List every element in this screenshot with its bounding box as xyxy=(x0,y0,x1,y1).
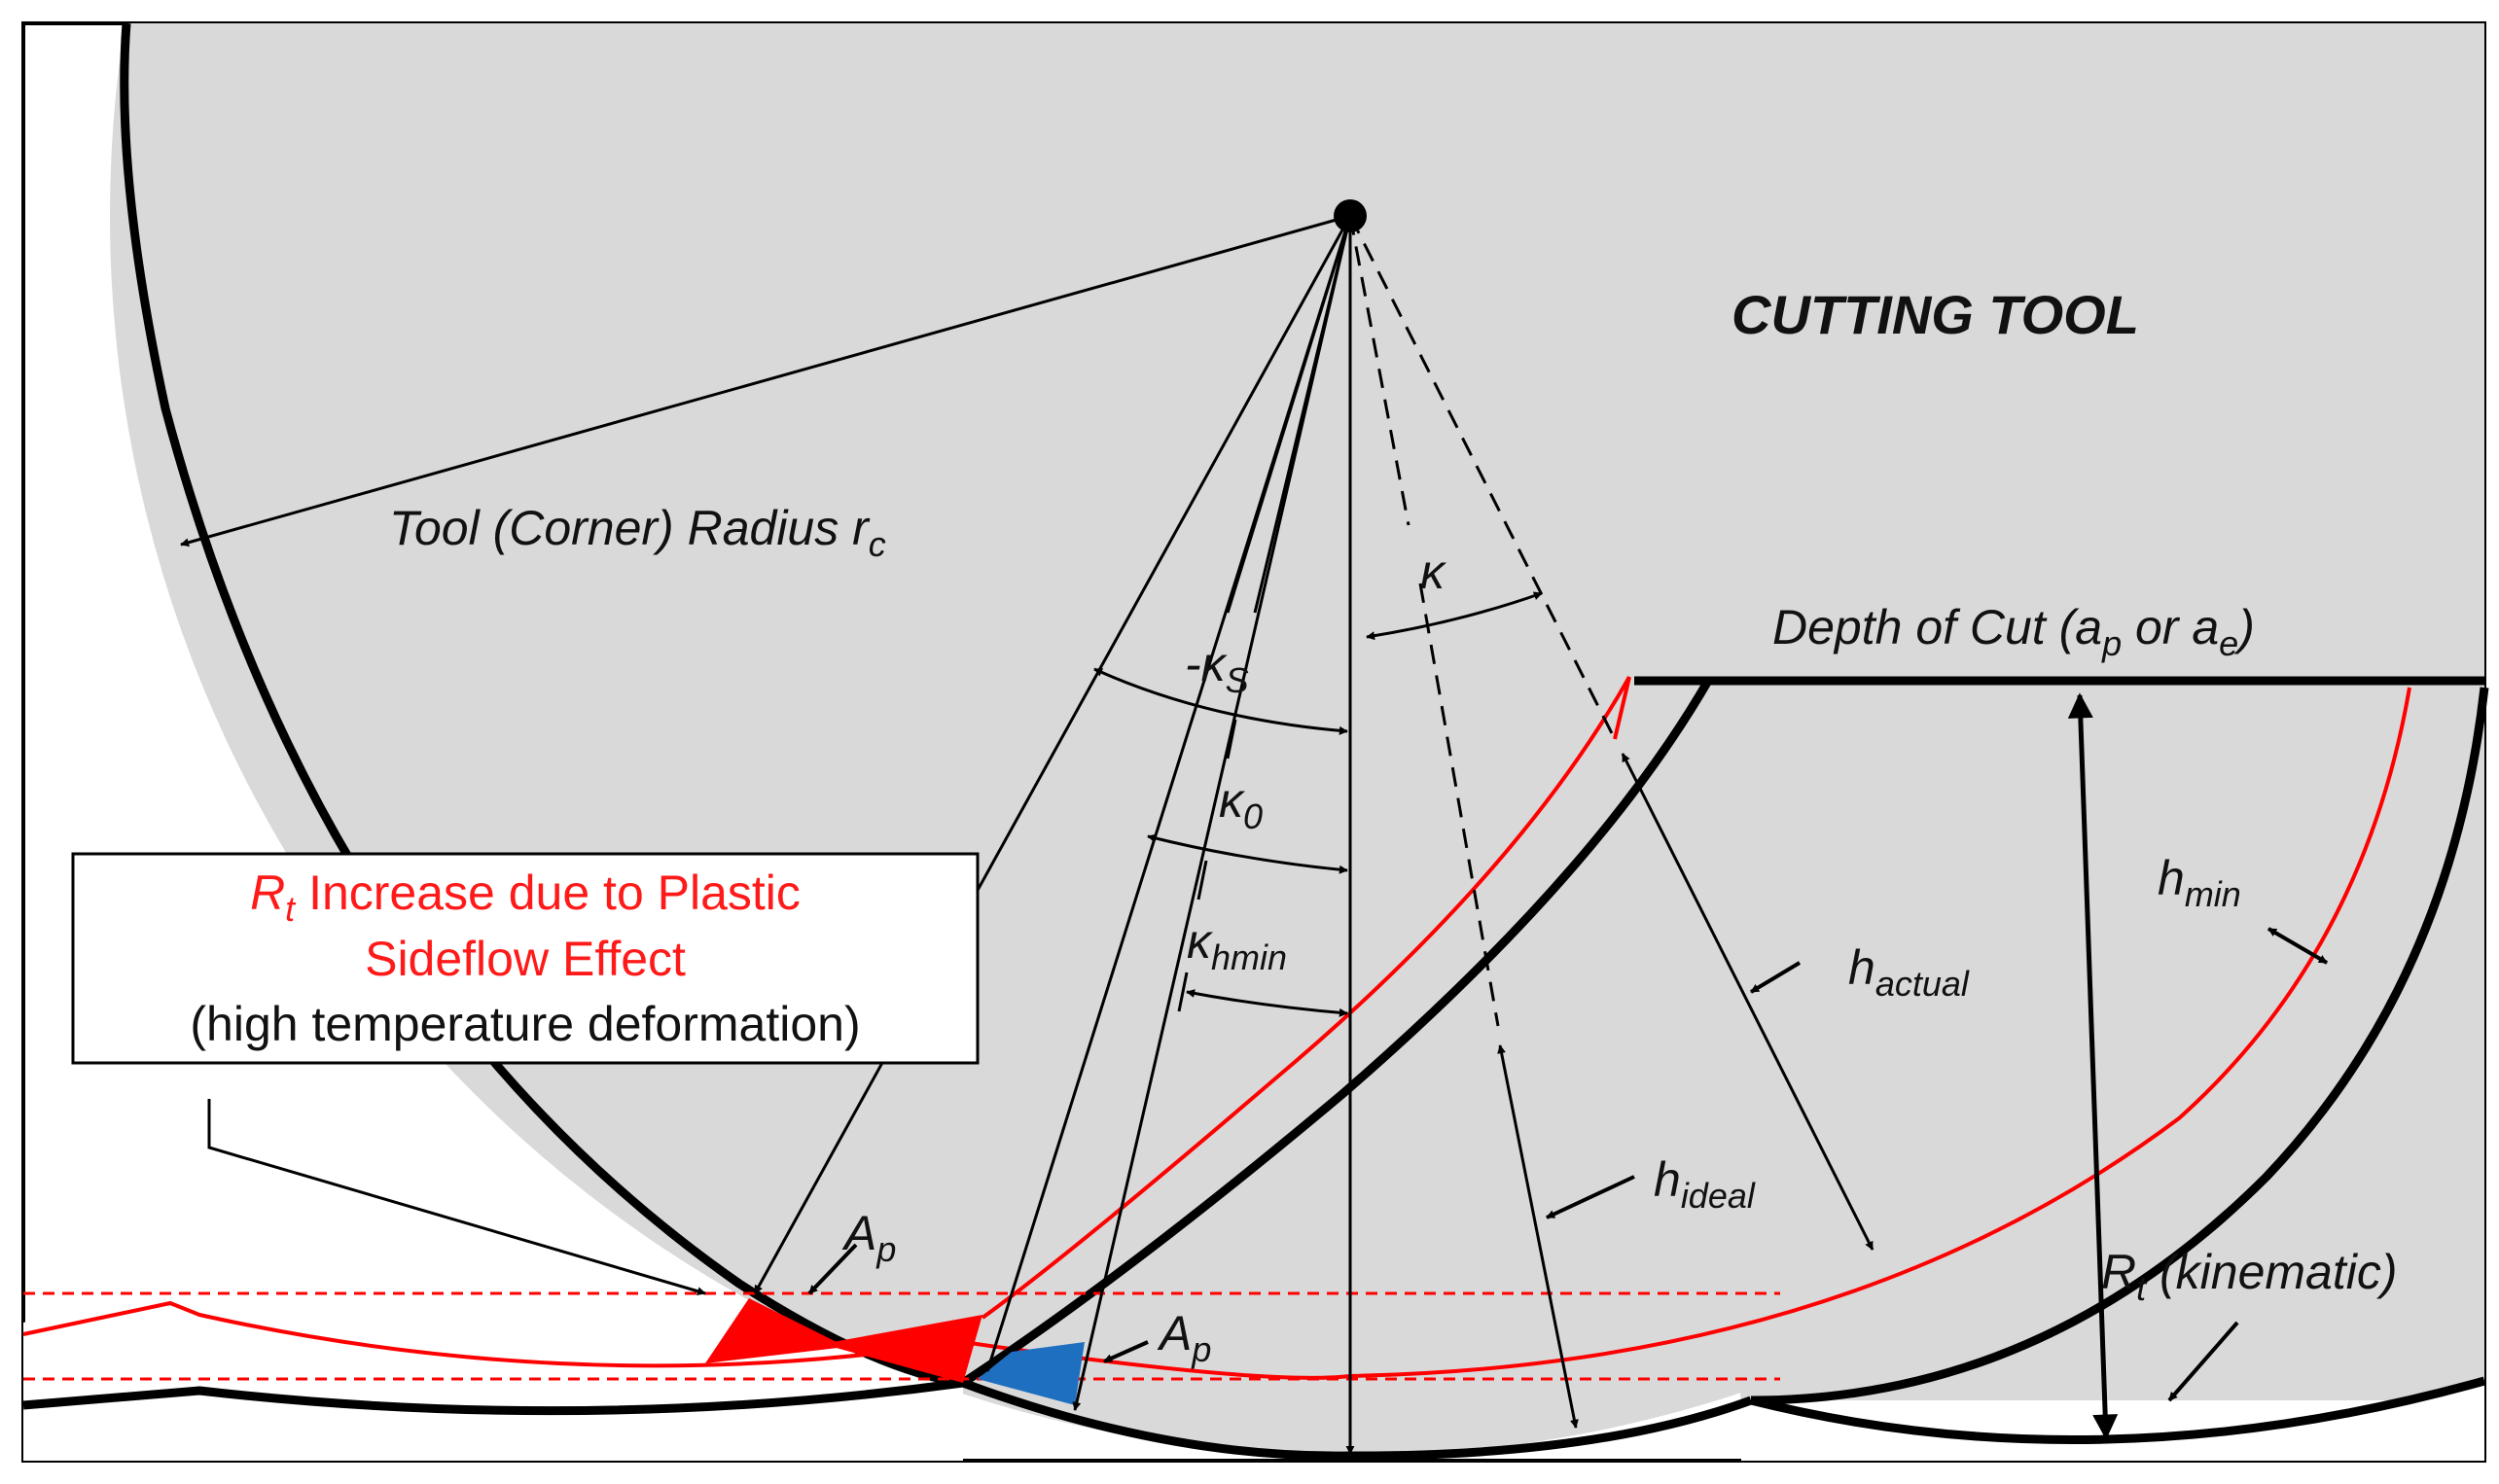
kappa-s-arc xyxy=(1093,667,1348,735)
h-actual-label: hactual xyxy=(1848,940,1970,1004)
kappa-s-label: -κS xyxy=(1185,637,1249,700)
dashed-ray-1 xyxy=(1348,215,1410,526)
ray-kappa-s xyxy=(1226,215,1352,614)
ap-area-mid xyxy=(822,1315,982,1383)
kappa-arc xyxy=(1366,591,1543,641)
ap-label-blue: Ap xyxy=(1157,1306,1211,1369)
depth-of-cut-label: Depth of Cut (ap or ae) xyxy=(1772,600,2255,663)
box-line-1: Rt Increase due to Plastic xyxy=(250,866,801,929)
cutting-tool-title: CUTTING TOOL xyxy=(1731,284,2139,345)
ray-1 xyxy=(753,215,1352,1294)
rt-kinematic-label: Rt (kinematic) xyxy=(2101,1245,2398,1308)
red-top-tick xyxy=(1613,676,1631,740)
radius-line xyxy=(180,214,1351,548)
kappa-label: κ xyxy=(1420,545,1447,599)
ap-area-left xyxy=(705,1298,846,1363)
kappa-hmin-label: κhmin xyxy=(1187,914,1287,977)
feed-mark-white-upper xyxy=(23,1307,700,1405)
dashed-ray-2 xyxy=(1348,215,1617,740)
ap-left-pointer xyxy=(807,1243,858,1295)
ray-kappa-0 xyxy=(1253,215,1352,614)
sideflow-box xyxy=(71,852,980,1065)
red-inner-arc xyxy=(981,676,1631,1320)
ap-blue-pointer xyxy=(1103,1340,1149,1363)
rt-kin-pointer xyxy=(2167,1321,2239,1402)
h-ideal-label: hideal xyxy=(1654,1152,1756,1216)
kappa-0-arc xyxy=(1147,833,1348,874)
feed-mark-right-white xyxy=(1741,1381,2484,1461)
radius-label: Tool (Corner) Radius rc xyxy=(389,501,886,564)
ap-label-left: Ap xyxy=(841,1206,896,1269)
box-pointer xyxy=(207,1099,706,1296)
box-line-2: Sideflow Effect xyxy=(365,932,686,986)
rt-kinematic-arrow xyxy=(2067,692,2119,1440)
h-ideal-arrow xyxy=(1497,1044,1579,1429)
h-actual-pointer xyxy=(1749,961,1802,994)
dashed-ray-1b xyxy=(1418,583,1500,1027)
ray-3 xyxy=(1072,215,1352,1411)
h-min-label: hmin xyxy=(2158,851,2241,914)
h-min-arrow xyxy=(2267,927,2329,965)
tool-bottom-arc xyxy=(961,1378,1753,1461)
feed-mark-arc xyxy=(22,1378,964,1416)
h-ideal-pointer xyxy=(1546,1175,1635,1219)
kappa-hmin-arc xyxy=(1186,989,1348,1017)
kinematic-arc-right xyxy=(1750,687,2489,1405)
tick-3 xyxy=(1177,972,1189,1012)
h-actual-arrow xyxy=(1621,753,1874,1251)
kappa-0-label: κ0 xyxy=(1219,773,1263,836)
ap-area-blue xyxy=(978,1342,1085,1405)
box-line-3: (high temperature deformation) xyxy=(190,997,860,1051)
